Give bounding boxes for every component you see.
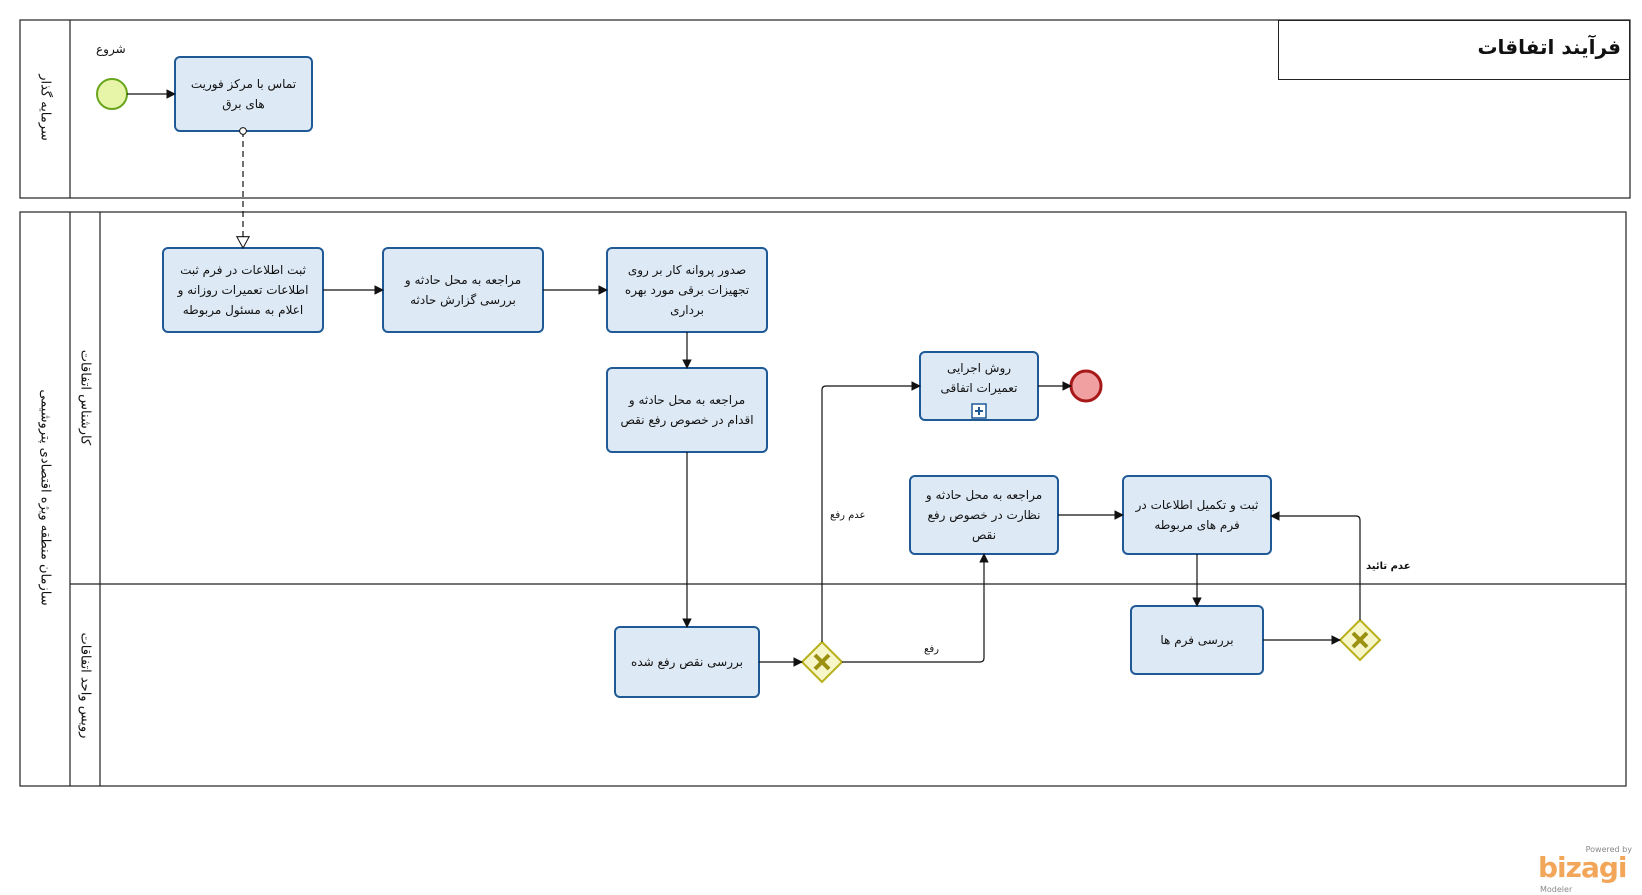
task-label-t7: روش اجرایی تعمیرات اتفاقی [940,361,1018,395]
task-label-t10: بررسی فرم ها [1160,633,1234,647]
task-label-t4: صدور پروانه کار بر روی تجهیزات برقی مورد… [624,263,750,317]
task-label-t8: مراجعه به محل حادثه و نظارت در خصوص رفع … [925,488,1043,542]
pool-investor [19,19,1631,199]
pool-label-investor: سرمایه گذار [37,74,53,141]
watermark-brand: bizagi [1538,851,1627,884]
task-label-t1: تماس با مرکز فوریت های برق [190,77,297,111]
lane-label-incident-head: رویس واحد اتفاقات [77,632,93,739]
bizagi-logo: Powered by bizagi Modeler [1536,845,1632,894]
diagram-title: فرآیند اتفاقات [1278,20,1630,80]
watermark-product: Modeler [1540,885,1573,894]
flow-not-approved-to-t9 [1270,511,1361,620]
end-event[interactable] [1069,369,1103,403]
start-event[interactable] [96,78,128,110]
task-label-t2: ثبت اطلاعات در فرم ثبت اطلاعات تعمیرات ر… [177,263,309,317]
task-label-t5: مراجعه به محل حادثه و اقدام در خصوص رفع … [620,393,754,427]
start-event-label: شروع [96,42,126,56]
gateway-fix-check[interactable] [800,640,844,684]
watermark-powered: Powered by [1585,845,1632,854]
flow-not-fixed-to-subprocess [821,381,921,642]
pool-organization [19,211,1627,787]
flow-label-fixed: رفع [924,644,939,655]
flow-fixed-to-t8 [842,553,989,663]
lane-label-incident-expert: کارشناس اتفاقات [77,349,93,446]
pool-label-organization: سازمان منطقه ویژه اقتصادی پتروشیمی [37,389,53,606]
flow-label-not-fixed: عدم رفع [830,510,866,521]
task-label-t9: ثبت و تکمیل اطلاعات در فرم های مربوطه [1135,498,1259,532]
gateway-approval-check[interactable] [1338,618,1382,662]
task-label-t3: مراجعه به محل حادثه و بررسی گزارش حادثه [404,273,522,307]
flow-label-not-approved: عدم تائید [1366,561,1411,572]
task-label-t6: بررسی نقص رفع شده [631,655,743,669]
